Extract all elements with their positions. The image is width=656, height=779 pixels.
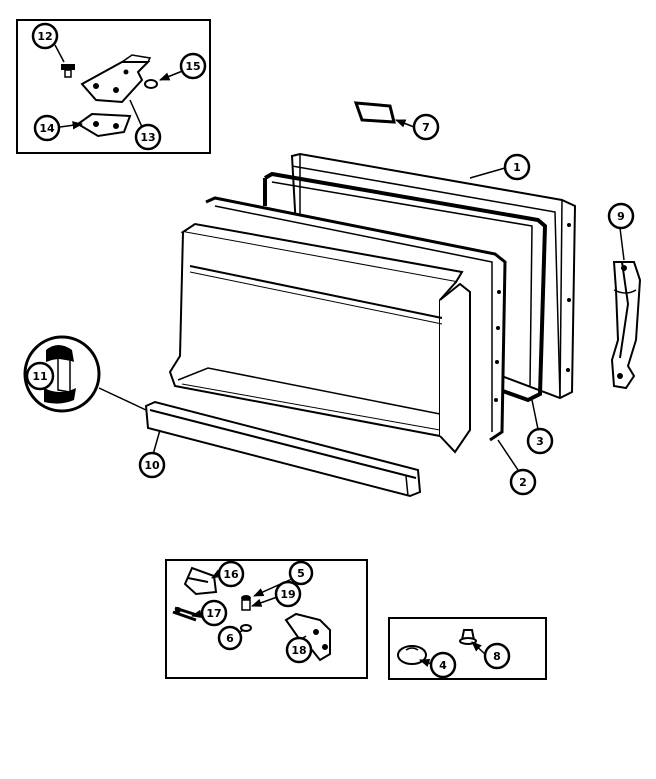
svg-text:18: 18 (291, 644, 306, 657)
callout-12: 12 (31, 22, 59, 50)
callout-1: 1 (503, 153, 531, 181)
latch-inset-box (165, 559, 368, 679)
door-shelf-bin (168, 222, 471, 454)
svg-text:2: 2 (519, 476, 527, 489)
callout-18: 18 (285, 636, 313, 664)
svg-text:7: 7 (422, 121, 430, 134)
callout-7: 7 (412, 113, 440, 141)
hinge-plate-upper (80, 54, 152, 104)
latch-spring (172, 606, 201, 622)
callout-9: 9 (607, 202, 635, 230)
hinge-washer (144, 79, 158, 89)
callout-5: 5 (288, 560, 314, 586)
callout-13: 13 (134, 123, 162, 151)
svg-text:17: 17 (206, 607, 221, 620)
hardware-inset-box (388, 617, 547, 680)
callout-2: 2 (509, 468, 537, 496)
svg-text:5: 5 (297, 567, 305, 580)
callout-16: 16 (217, 560, 245, 588)
svg-text:19: 19 (280, 588, 295, 601)
door-gasket (263, 171, 548, 403)
callout-8: 8 (483, 642, 511, 670)
svg-text:10: 10 (144, 459, 160, 472)
svg-text:6: 6 (226, 632, 234, 645)
retainer-end-cap-detail (23, 335, 147, 413)
svg-text:1: 1 (513, 161, 521, 174)
svg-text:3: 3 (536, 435, 544, 448)
callout-15: 15 (179, 52, 207, 80)
latch-bracket (183, 566, 218, 596)
hinge-inset-box (16, 19, 211, 154)
callout-3: 3 (526, 427, 554, 455)
callout-11: 11 (25, 361, 55, 391)
svg-text:13: 13 (140, 131, 155, 144)
svg-text:16: 16 (223, 568, 239, 581)
push-rivet (459, 629, 477, 645)
callout-19: 19 (274, 580, 302, 608)
svg-text:14: 14 (39, 122, 55, 135)
svg-text:11: 11 (32, 370, 47, 383)
cap-plug (397, 645, 427, 665)
svg-text:8: 8 (493, 650, 501, 663)
shelf-retainer-bar (144, 400, 422, 498)
callout-17: 17 (200, 599, 228, 627)
svg-text:15: 15 (185, 60, 200, 73)
callout-14: 14 (33, 114, 61, 142)
svg-text:4: 4 (439, 659, 447, 672)
latch-washer (241, 595, 251, 611)
svg-text:12: 12 (37, 30, 52, 43)
callout-10: 10 (138, 451, 166, 479)
label-plate (353, 101, 396, 124)
callout-4: 4 (429, 651, 457, 679)
door-handle (610, 261, 642, 390)
hinge-screw (61, 64, 75, 78)
svg-text:9: 9 (617, 210, 625, 223)
callout-6: 6 (217, 625, 243, 651)
hinge-shim-lower (76, 112, 132, 138)
